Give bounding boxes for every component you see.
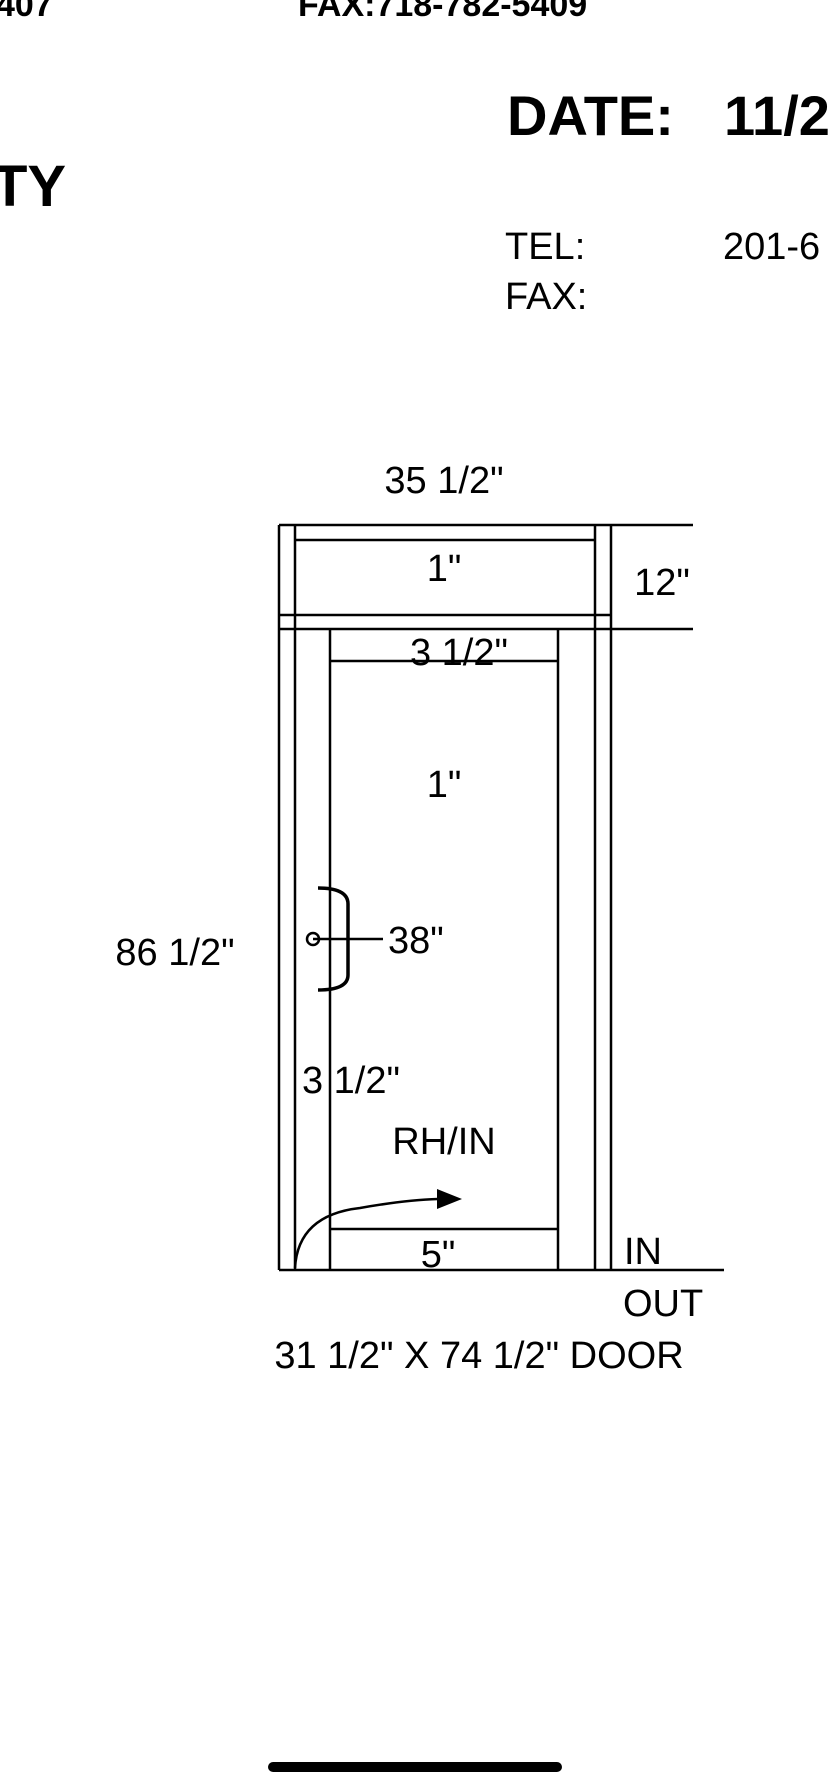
swing-label: RH/IN <box>392 1121 495 1163</box>
side-in-label: IN <box>624 1231 662 1273</box>
tel-label: TEL: <box>505 226 586 268</box>
dim-overall-height: 86 1/2" <box>115 932 234 974</box>
dim-handle-height: 38" <box>388 920 444 962</box>
left-title-fragment: TY <box>0 154 67 219</box>
dim-transom-rail: 1" <box>427 548 462 590</box>
home-indicator[interactable] <box>268 1762 562 1772</box>
dim-top-rail: 3 1/2" <box>410 632 508 674</box>
date-label: DATE: <box>507 84 674 147</box>
dim-top-width: 35 1/2" <box>384 460 503 502</box>
door-size-label: 31 1/2" X 74 1/2" DOOR <box>274 1335 683 1377</box>
dim-door-mid: 1" <box>427 764 462 806</box>
tel-value: 201-6 <box>723 226 821 268</box>
swing-arc <box>293 1197 439 1269</box>
side-out-label: OUT <box>623 1283 703 1325</box>
dim-transom-height: 12" <box>634 562 690 604</box>
header-top-left: 407 <box>0 0 53 24</box>
dim-hinge-stile: 3 1/2" <box>302 1060 400 1102</box>
header-fax-number: FAX:718-782-5409 <box>298 0 588 24</box>
swing-arrowhead <box>437 1189 462 1209</box>
fax-label: FAX: <box>505 276 588 318</box>
dim-bottom-rail: 5" <box>421 1234 456 1276</box>
date-value: 11/2 <box>724 84 828 147</box>
